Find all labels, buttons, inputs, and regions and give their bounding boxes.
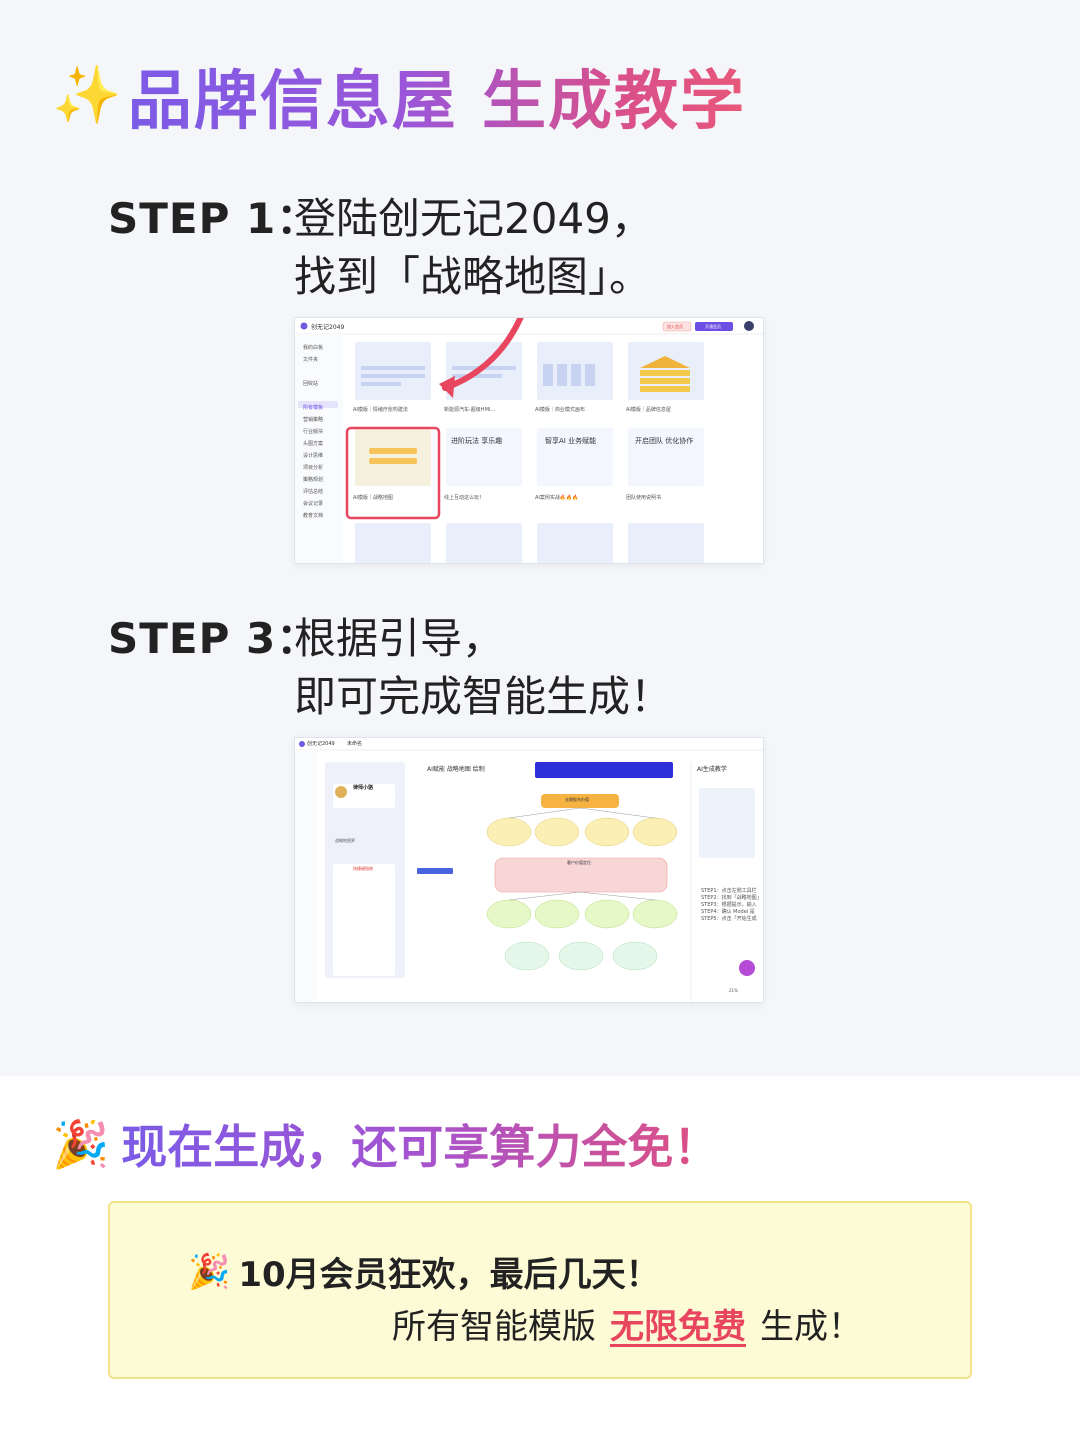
notice-box: 🎉 10月会员狂欢，最后几天！ 所有智能模版无限免费生成！ [108, 1201, 972, 1379]
notice-line1: 🎉 10月会员狂欢，最后几天！ [188, 1247, 660, 1296]
upgrade-button [695, 322, 733, 331]
card-caption[interactable]: AI模版｜情绪疗愈构建法 [353, 407, 408, 413]
step-guide: STEP1：点击左侧工具栏 STEP2：找到「战略地图」 STEP3：根据提示，… [701, 888, 762, 923]
sidebar: 我的白板 文件夹 回收站 所有模板 营销策略 行业版块 头图方案 设计思维 项目… [303, 342, 323, 522]
screenshot-template-library: 创无记2049 加入会员 开通会员 我的白板 文件夹 回收站 所有模板 营销策略… [294, 317, 764, 564]
notice-line2-pre: 所有智能模版 [392, 1307, 596, 1347]
sidebar-item[interactable]: 营销策略 [303, 417, 324, 423]
sidebar-item[interactable]: 我的白板 [303, 345, 324, 351]
card-caption[interactable]: AI模版｜战略地图 [353, 495, 393, 501]
sidebar-item[interactable]: 教育文档 [303, 513, 324, 519]
notice-line1-text: 10月会员狂欢，最后几天！ [238, 1255, 660, 1295]
card-caption[interactable]: 新能源汽车-超级HMI… [444, 407, 496, 413]
sidebar-item[interactable]: 设计思维 [303, 453, 324, 459]
sidebar-item[interactable]: 所有模板 [303, 405, 324, 411]
step1-line2: 找到「战略地图」。 [294, 252, 652, 301]
left-card-title: 律师小骆 [353, 785, 374, 791]
title-text: 品牌信息屋 生成教学 [128, 50, 746, 142]
sidebar-item[interactable]: 会议记录 [303, 501, 324, 507]
section-heading: 战略地图界 [335, 838, 355, 843]
step3-line1: 根据引导， [294, 614, 505, 663]
card-caption[interactable]: AI模版｜商业模式画布 [535, 407, 585, 413]
center-top-node[interactable]: 长期股东价值 [565, 797, 589, 802]
center-mid-node[interactable]: 客户价值定位 [567, 860, 591, 865]
guide-step: STEP1：点击左侧工具栏 [701, 888, 757, 894]
promo-text: 现在生成，还可享算力全免！ [121, 1111, 719, 1177]
app-name: 创无记2049 [307, 741, 335, 747]
step3-line2: 即可完成智能生成！ [294, 672, 673, 721]
join-label[interactable]: 加入会员 [667, 324, 683, 329]
sidebar-item[interactable]: 评估总结 [303, 489, 324, 495]
pointer-arrow [442, 318, 524, 391]
app-name: 创无记2049 [311, 324, 345, 331]
app-logo-icon [299, 741, 305, 747]
card-title: 智享AI 业务赋能 [545, 437, 597, 445]
guide-step: STEP2：找到「战略地图」 [701, 895, 762, 901]
guide-step: STEP4：确认 Model 是 [701, 909, 755, 915]
doc-name[interactable]: 未命名 [347, 741, 363, 747]
guide-step: STEP3：根据提示，输入 [701, 902, 757, 908]
notice-line2-post: 生成！ [760, 1307, 862, 1347]
card-title: 开启团队 优化协作 [635, 437, 694, 445]
panel-title: AI赋能 战略地图 绘制 [427, 766, 485, 773]
step1-label: STEP 1： [108, 194, 320, 243]
sidebar-item[interactable]: 回收站 [303, 381, 319, 387]
sidebar-item[interactable]: 策略规划 [303, 477, 324, 483]
highlight-frame [345, 426, 441, 520]
zoom-level[interactable]: 21% [729, 988, 738, 993]
card-caption[interactable]: AI模版｜品牌信息屋 [626, 407, 671, 413]
notice-highlight: 无限免费 [610, 1307, 746, 1347]
join-button [662, 321, 692, 332]
party-popper-icon: 🎉 [52, 1117, 110, 1171]
sidebar-item[interactable]: 头图方案 [303, 441, 324, 447]
card-caption[interactable]: 团队使用说明书 [626, 495, 662, 501]
card-title: 进阶玩法 享乐趣 [451, 437, 503, 445]
sidebar-item[interactable]: 文件夹 [303, 357, 319, 363]
upgrade-label[interactable]: 开通会员 [705, 324, 721, 329]
guide-step: STEP5：点击「开始生成 [701, 916, 757, 922]
party-popper-icon: 🎉 [188, 1251, 231, 1292]
quick-title: 快捷键指南 [353, 866, 373, 871]
screenshot-editor: 创无记2049 未命名 AI赋能 战略地图 绘制 AI生成教学 律师小骆 战略地… [294, 737, 764, 1003]
sparkle-icon: ✨ [52, 63, 122, 128]
assistant-avatar-icon [739, 960, 755, 976]
page-title: ✨ 品牌信息屋 生成教学 [52, 56, 746, 139]
right-title: AI生成教学 [697, 766, 727, 773]
sidebar-item[interactable]: 项目分析 [303, 465, 324, 471]
avatar [744, 321, 754, 331]
step3-label: STEP 3： [108, 614, 320, 663]
screenshot2-canvas [295, 738, 763, 1002]
card-caption[interactable]: 线上互动这么玩！ [444, 495, 485, 501]
notice-line2: 所有智能模版无限免费生成！ [392, 1299, 862, 1348]
sidebar-item[interactable]: 行业版块 [303, 429, 324, 435]
step1-line1: 登陆创无记2049， [294, 194, 653, 243]
screenshot1-canvas [295, 318, 763, 563]
app-logo-icon [300, 322, 308, 330]
card-caption[interactable]: AI案例实战🔥🔥🔥 [535, 495, 579, 501]
promo-heading: 🎉 现在生成，还可享算力全免！ [52, 1112, 719, 1176]
